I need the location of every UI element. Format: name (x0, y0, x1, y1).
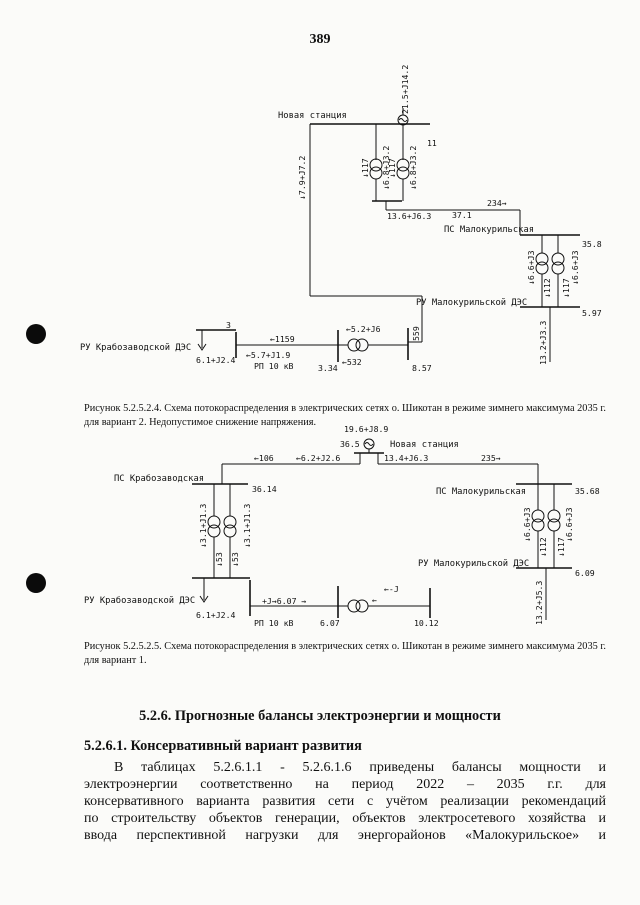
t2-flow-a: ↓117 (387, 158, 397, 178)
ruk-label: РУ Крабозаводской ДЭС (84, 595, 195, 606)
generator-wave-icon (398, 118, 408, 122)
generator-wave-icon (364, 442, 374, 446)
ru-flow: 13.2+J3.3 (538, 321, 548, 365)
v559: 559 (411, 326, 421, 341)
psk-t1-flow-b: ↓53 (214, 552, 224, 567)
t-flow-1: ←-J (384, 584, 399, 594)
kr-load: 6.1+J2.4 (196, 355, 236, 365)
body-line-4: по строительству объектов генерации, объ… (84, 811, 606, 826)
right-voltage: 10.12 (414, 618, 439, 628)
body-line-1: В таблицах 5.2.6.1.1 - 5.2.6.1.6 приведе… (114, 760, 606, 775)
binder-hole-bottom (26, 573, 46, 593)
feed-value: 11 (427, 138, 437, 148)
subsection-heading: 5.2.6.1. Консервативный вариант развития (84, 738, 362, 754)
diagram-variant-2: Новая станция 21.5+J14.2 11 ↓7.9+J7.2 ↓1… (0, 60, 640, 380)
schematic-2: 19.6+J8.9 36.5 Новая станция ←106 ←6.2+J… (84, 424, 600, 628)
psk-t2-flow-b: ↓3.1+J1.3 (242, 504, 252, 548)
ru-voltage: 5.97 (582, 308, 602, 318)
left-flow-2: ←6.2+J2.6 (296, 453, 340, 463)
load-arrow-icon (197, 343, 207, 351)
right-flow-2: 235→ (481, 453, 501, 463)
figure-caption-1: Рисунок 5.2.5.2.4. Схема потокораспредел… (84, 403, 606, 428)
psm-voltage: 35.68 (575, 486, 600, 496)
body-line-2: электроэнергии соответственно на период … (84, 777, 606, 792)
right-flow-1: 13.4+J6.3 (384, 453, 428, 463)
ps-t1-flow-b: ↓112 (542, 278, 552, 298)
new-station-label: Новая станция (278, 111, 347, 121)
rum-label: РУ Малокурильской ДЭС (418, 559, 529, 569)
feeder-flow: ↓7.9+J7.2 (297, 156, 307, 200)
t-flow: ←5.2+J6 (346, 324, 381, 334)
rp-voltage: 3.34 (318, 363, 338, 373)
gen-flow: 19.6+J8.9 (344, 424, 388, 434)
psk-transformer-icon (207, 484, 237, 578)
bus-flow-3: 234→ (487, 198, 507, 208)
ps-t2-flow-b: ↓6.6+J3 (570, 250, 580, 285)
kr-flow-2: ←5.7+J1.9 (246, 350, 290, 360)
body-line-3: консервативного варианта развития сети с… (84, 794, 606, 809)
gen-voltage: 36.5 (340, 439, 360, 449)
figure-caption-2: Рисунок 5.2.5.2.5. Схема потокораспредел… (84, 641, 606, 666)
t1-flow-a: ↓117 (360, 158, 370, 178)
new-station-label: Новая станция (390, 440, 459, 450)
t-flow-2: ←532 (342, 357, 362, 367)
section-heading: 5.2.6. Прогнозные балансы электроэнергии… (139, 708, 501, 724)
ps-krabozavodskaya-label: ПС Крабозаводская (114, 473, 204, 484)
ruk-flow: +J→6.07 → (262, 596, 306, 606)
bus-flow-2: 37.1 (452, 210, 472, 220)
rp-voltage: 6.07 (320, 618, 340, 628)
t2-flow-b: ↓6.8+J3.2 (408, 146, 418, 190)
ps-transformer-icon (535, 235, 565, 295)
bus-flow-1: 13.6+J6.3 (387, 211, 431, 221)
psk-t1-flow-a: ↓3.1+J1.3 (198, 504, 208, 548)
rp-transformer-icon (347, 338, 369, 352)
kr-flow-1: ←1159 (270, 334, 295, 344)
ps-voltage: 35.8 (582, 239, 602, 249)
schematic-1: Новая станция 21.5+J14.2 11 ↓7.9+J7.2 ↓1… (80, 65, 602, 373)
rp-transformer-icon (347, 599, 369, 613)
ps-t2-flow-a: ↓117 (561, 278, 571, 298)
left-flow-1: ←106 (254, 453, 274, 463)
binder-hole-top (26, 324, 46, 344)
ru-krabozavodskoy-label: РУ Крабозаводской ДЭС (80, 342, 191, 353)
kr-top-value: 3 (226, 320, 231, 330)
rum-flow: 13.2+J5.3 (534, 581, 544, 625)
ruk-load: 6.1+J2.4 (196, 610, 236, 620)
ru-malokurilskoy-label: РУ Малокурильской ДЭС (416, 298, 527, 308)
ps-malokurilskaya-label: ПС Малокурильская (444, 225, 534, 235)
generator-flow: 21.5+J14.2 (400, 65, 410, 114)
psm-transformer-icon (531, 484, 561, 560)
psm-t1-flow-a: ↓6.6+J3 (522, 507, 532, 542)
right-voltage: 8.57 (412, 363, 432, 373)
ps-t1-flow-a: ↓6.6+J3 (526, 250, 536, 285)
psm-t2-flow-a: ↓117 (556, 537, 566, 557)
transformer-1-icon (369, 124, 383, 201)
rum-voltage: 6.09 (575, 568, 595, 578)
psk-voltage: 36.14 (252, 484, 277, 494)
psk-t2-flow-a: ↓53 (230, 552, 240, 567)
t-flow-2: ← (372, 595, 377, 605)
diagram-variant-1: 19.6+J8.9 36.5 Новая станция ←106 ←6.2+J… (0, 420, 640, 640)
ps-malokurilskaya-label: ПС Малокурильская (436, 487, 526, 497)
rp-label: РП 10 кВ (254, 618, 294, 628)
psm-t1-flow-b: ↓112 (538, 537, 548, 557)
psm-t2-flow-b: ↓6.6+J3 (564, 507, 574, 542)
t1-flow-b: ↓6.8+J3.2 (381, 146, 391, 190)
rp-label: РП 10 кВ (254, 361, 294, 371)
page-number: 389 (309, 32, 331, 47)
body-line-5: ввода перспективной нагрузки для энергор… (84, 828, 606, 843)
load-arrow-icon (199, 595, 209, 603)
transformer-2-icon (396, 124, 410, 201)
